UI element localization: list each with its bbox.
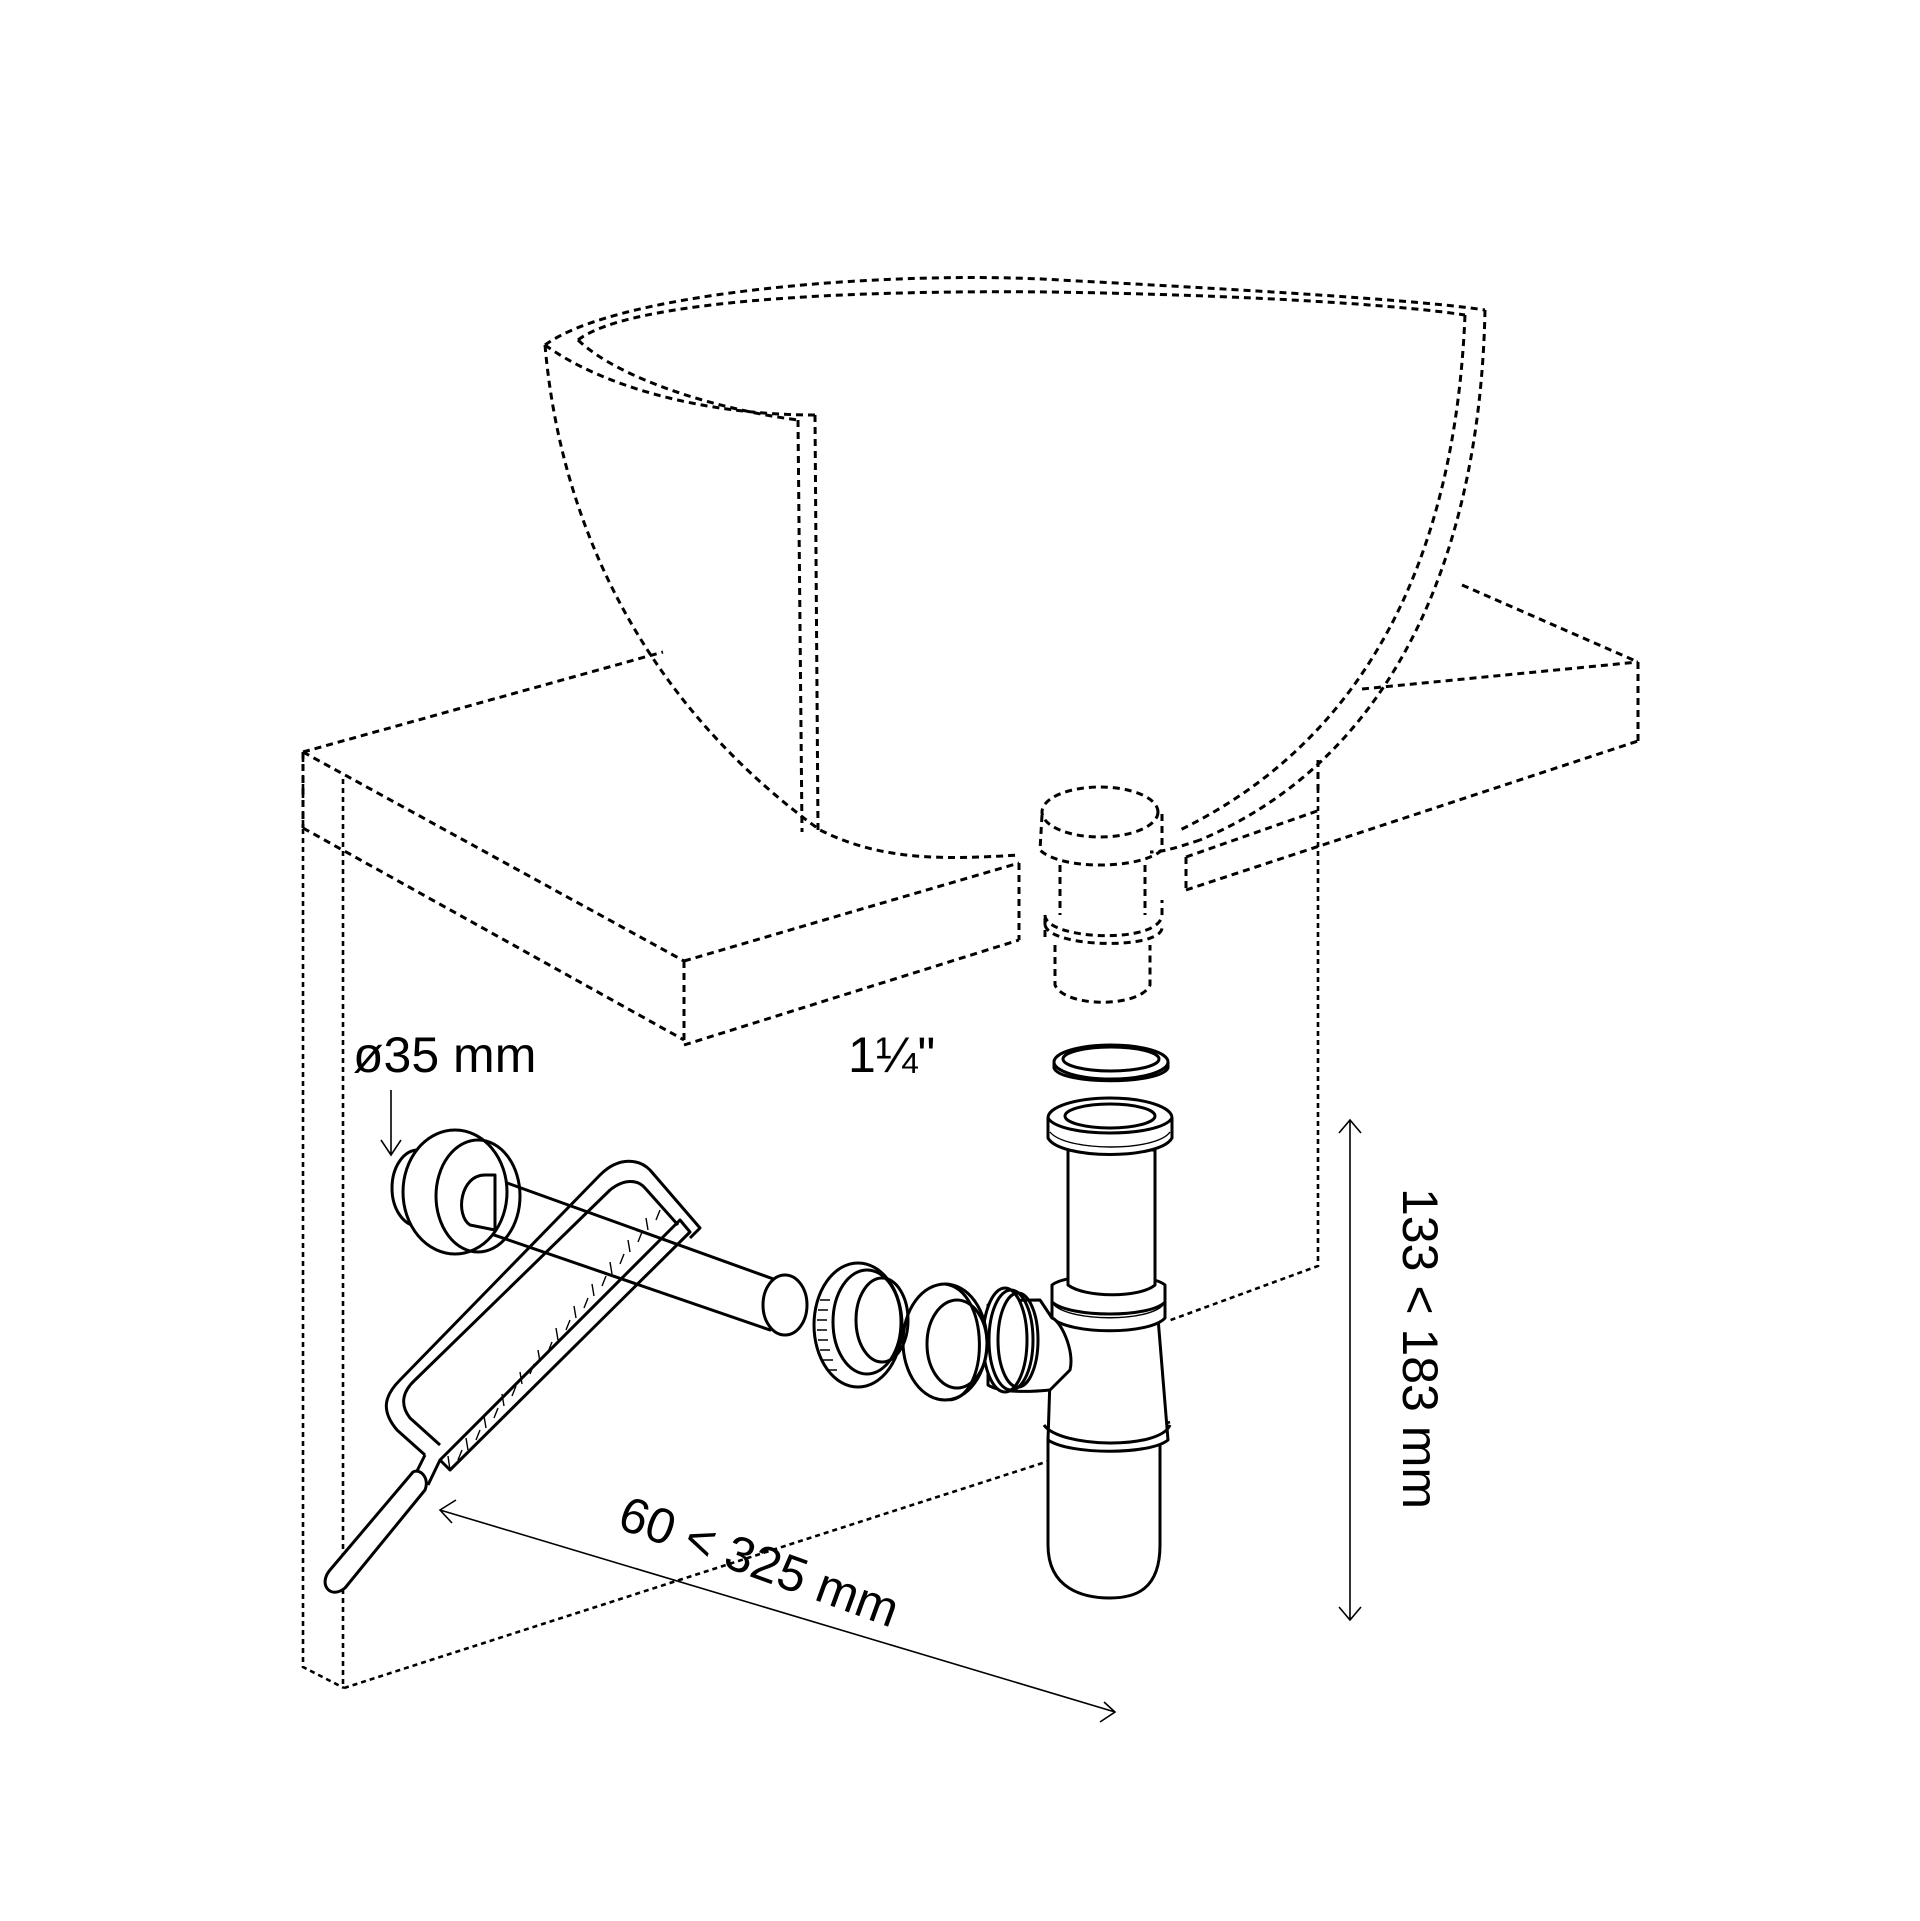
height-range-label: 133 < 183 mm: [1392, 1188, 1448, 1510]
height-dimension-line: [1338, 1118, 1362, 1622]
bottle-trap: [981, 1096, 1174, 1600]
wall-rosette: [390, 1128, 522, 1256]
vessel-basin: [543, 276, 1487, 859]
wall-outlet-arrow: [380, 1090, 402, 1157]
outlet-pipe: [463, 1173, 809, 1337]
compression-ring: [901, 1282, 989, 1402]
width-dimension-line: [438, 1499, 1117, 1723]
compression-nut: [812, 1261, 910, 1389]
countertop: [301, 583, 1640, 1047]
thread-size-label: 1¼": [848, 1027, 936, 1083]
wall-outlet-diameter-label: ø35 mm: [353, 1027, 537, 1083]
wall: [301, 757, 1320, 1690]
hacksaw: [323, 1159, 702, 1594]
sealing-washer: [1052, 1043, 1170, 1083]
drain-valve: [1038, 785, 1164, 1004]
